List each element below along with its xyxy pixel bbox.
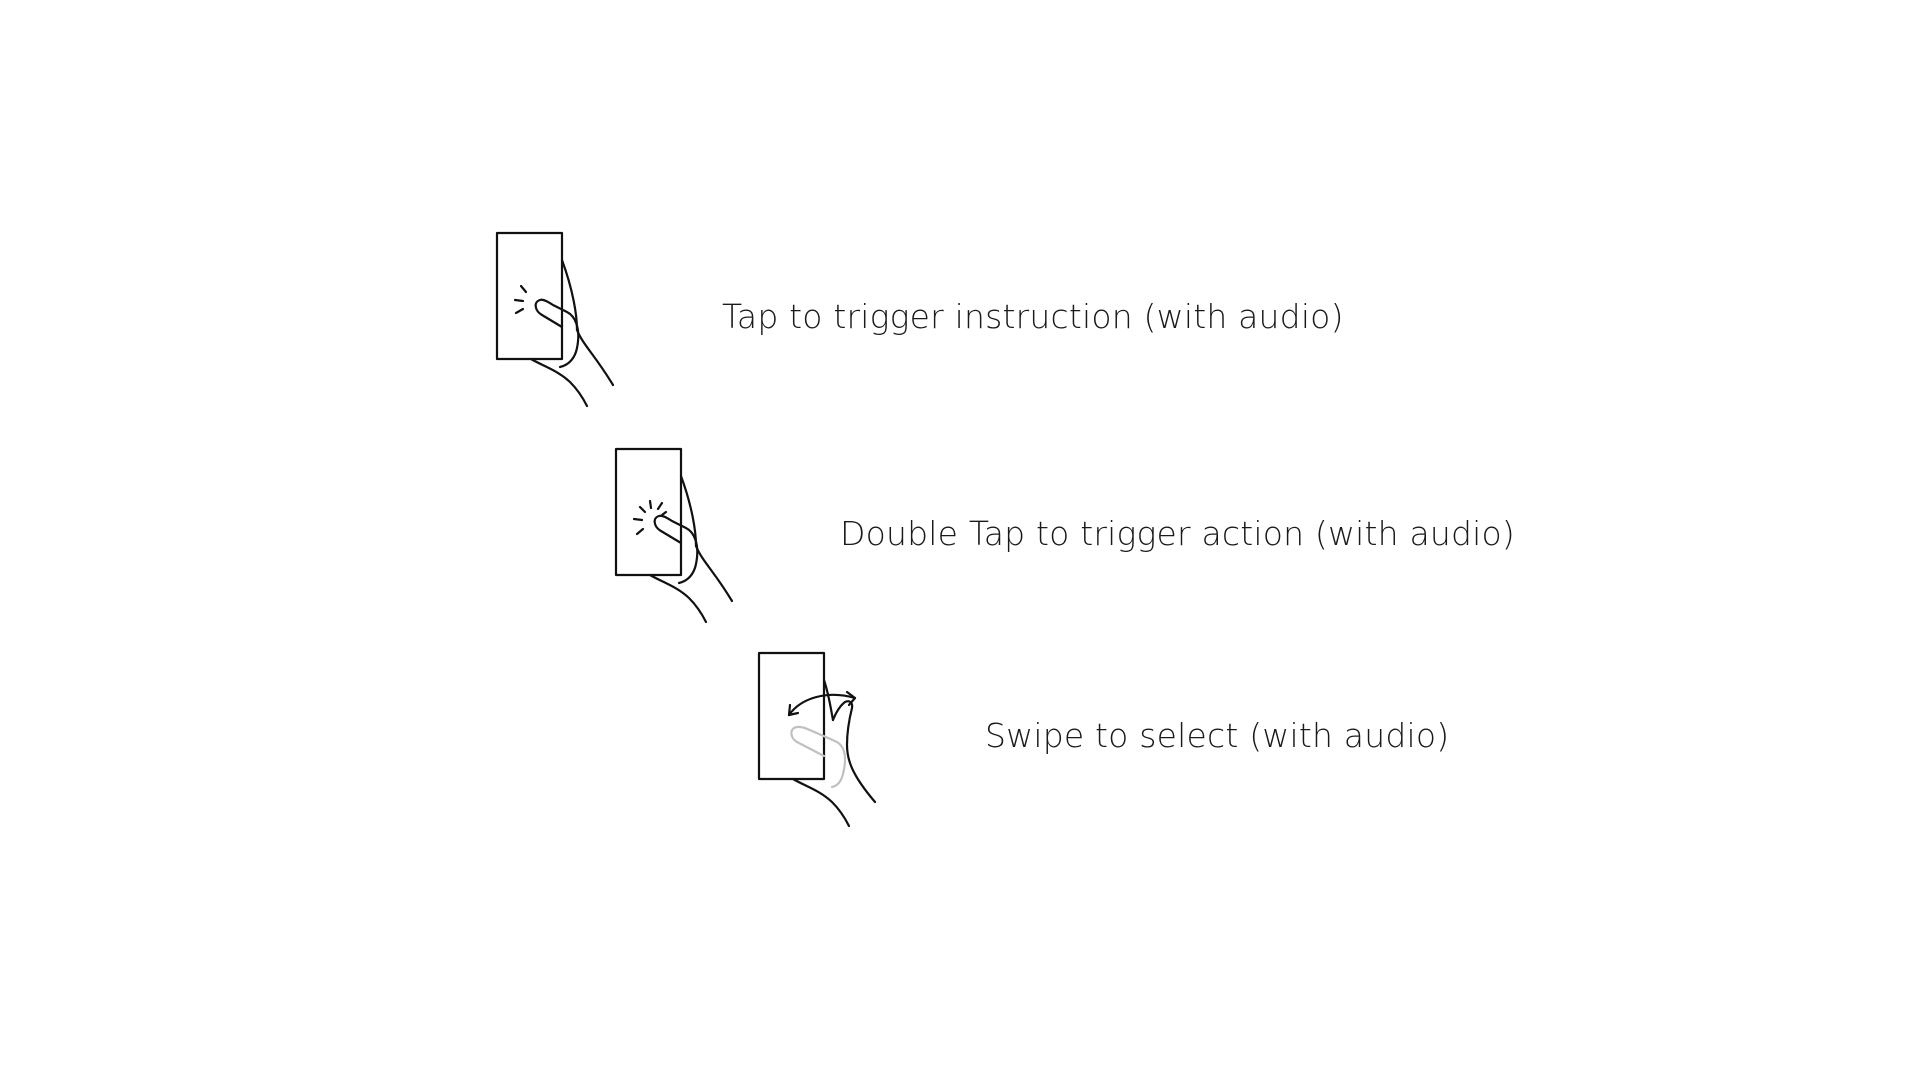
swipe-gesture (757, 650, 897, 830)
double-tap-gesture-icon (614, 447, 734, 624)
swipe-gesture-label: Swipe to select (with audio) (985, 716, 1450, 755)
double-tap-gesture-label: Double Tap to trigger action (with audio… (840, 514, 1515, 553)
tap-gesture-label: Tap to trigger instruction (with audio) (722, 297, 1344, 336)
tap-gesture (495, 230, 625, 410)
tap-gesture-icon (495, 231, 615, 408)
double-tap-gesture (614, 446, 744, 626)
swipe-gesture-icon (757, 651, 877, 828)
